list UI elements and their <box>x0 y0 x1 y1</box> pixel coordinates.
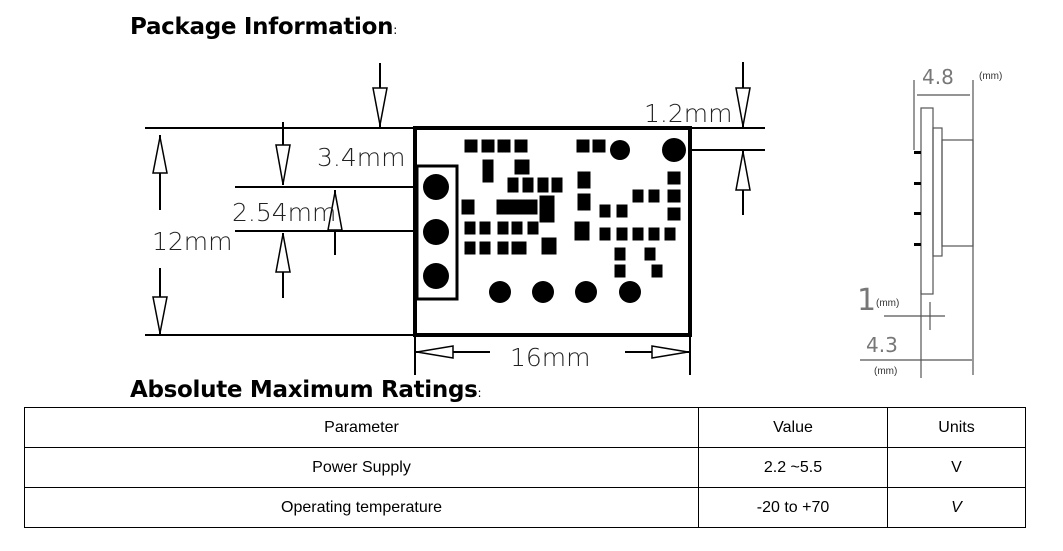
package-information-heading: Package Information: <box>130 14 397 40</box>
units-cell: V <box>887 447 1026 488</box>
dim-pin-offset: 3.4mm <box>317 143 405 172</box>
absolute-maximum-ratings-heading: Absolute Maximum Ratings: <box>130 377 482 403</box>
unit-label: (mm) <box>979 71 1002 82</box>
header-units: Units <box>887 407 1026 448</box>
dimension-arrows <box>152 87 751 359</box>
ratings-table: Parameter Value Units Power Supply 2.2 ~… <box>24 407 1026 528</box>
table-header-row: Parameter Value Units <box>24 407 1026 448</box>
unit-label: (mm) <box>874 366 897 377</box>
header-parameter: Parameter <box>24 407 699 448</box>
table-row: Power Supply 2.2 ~5.5 V <box>24 447 1026 488</box>
table-row: Operating temperature -20 to +70 V <box>24 487 1026 528</box>
pads <box>423 138 686 303</box>
dim-pitch: 2.54mm <box>232 198 336 227</box>
parameter-cell: Power Supply <box>24 447 699 488</box>
side-pin-length: 1 <box>857 283 876 318</box>
side-view-pins <box>914 151 921 246</box>
dim-width: 16mm <box>510 343 591 372</box>
dim-height: 12mm <box>152 227 233 256</box>
dim-top-offset: 1.2mm <box>644 99 732 128</box>
value-cell: 2.2 ~5.5 <box>698 447 888 488</box>
smd-components <box>461 139 681 278</box>
package-drawing: 1.2mm 3.4mm 2.54mm 12mm 16mm 4.8 (mm) 1 … <box>145 62 1002 378</box>
header-value: Value <box>698 407 888 448</box>
parameter-cell: Operating temperature <box>24 487 699 528</box>
module-board-outline <box>413 126 692 337</box>
units-cell: V <box>887 487 1026 528</box>
side-view <box>860 80 974 378</box>
value-cell: -20 to +70 <box>698 487 888 528</box>
side-thickness: 4.8 <box>922 65 954 89</box>
unit-label: (mm) <box>876 298 899 309</box>
side-depth: 4.3 <box>866 333 898 357</box>
